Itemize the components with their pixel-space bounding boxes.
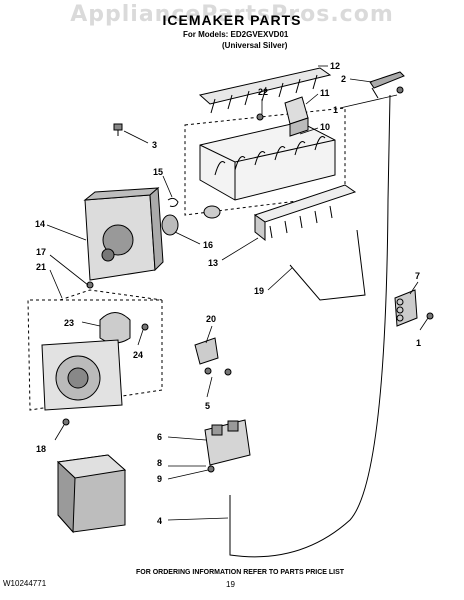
bracket [194, 337, 219, 365]
callout-18: 18 [36, 444, 46, 454]
water-valve [204, 419, 251, 466]
callout-1b: 1 [416, 338, 421, 348]
spring [167, 197, 179, 207]
doc-number: W10244771 [3, 579, 47, 588]
control-module [41, 339, 123, 411]
callout-5: 5 [205, 401, 210, 411]
callout-16: 16 [203, 240, 213, 250]
mounting-bracket [369, 71, 405, 99]
callout-21: 21 [36, 262, 46, 272]
callout-13: 13 [208, 258, 218, 268]
shutoff-arm [289, 229, 366, 301]
stripper [253, 184, 357, 242]
callout-10: 10 [320, 122, 330, 132]
callout-22: 22 [258, 87, 268, 97]
callout-24: 24 [133, 350, 143, 360]
page-title: ICEMAKER PARTS [162, 12, 302, 28]
screws [62, 86, 434, 473]
callout-19: 19 [254, 286, 264, 296]
ejector-blade [198, 67, 332, 114]
coupling [161, 214, 179, 236]
callout-9: 9 [157, 474, 162, 484]
page-number: 19 [226, 580, 235, 589]
callout-23: 23 [64, 318, 74, 328]
screw [113, 123, 123, 136]
finish-line: (Universal Silver) [222, 41, 288, 50]
module-motor [99, 312, 131, 344]
callout-11: 11 [320, 88, 330, 98]
callout-12: 12 [330, 61, 340, 71]
callout-8: 8 [157, 458, 162, 468]
callout-1a: 1 [333, 105, 338, 115]
ordering-note: FOR ORDERING INFORMATION REFER TO PARTS … [136, 569, 345, 576]
callout-20: 20 [206, 314, 216, 324]
callout-7: 7 [415, 271, 420, 281]
leader-lines [46, 65, 429, 521]
callout-3: 3 [152, 140, 157, 150]
callout-15: 15 [153, 167, 163, 177]
watermark: AppliancePartsPros.com [70, 2, 394, 27]
thermostat-bracket [284, 96, 309, 137]
callout-2: 2 [341, 74, 346, 84]
control-housing [83, 186, 164, 281]
callout-4: 4 [157, 516, 162, 526]
models-line: For Models: ED2GVEXVD01 [183, 30, 289, 39]
callout-numbers: 12 2 22 11 1 3 10 15 14 17 16 13 21 19 7… [35, 61, 421, 526]
callout-6: 6 [157, 432, 162, 442]
callout-14: 14 [35, 219, 45, 229]
cover [56, 454, 127, 534]
mounting-plate [394, 289, 418, 327]
wiring-harness [229, 94, 391, 558]
callout-17: 17 [36, 247, 46, 257]
